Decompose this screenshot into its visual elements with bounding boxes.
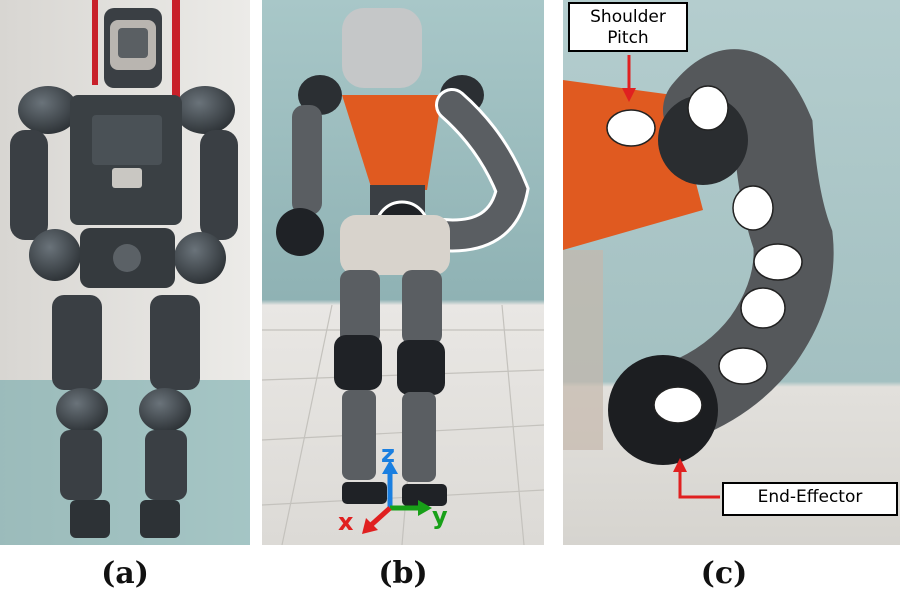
arm-closeup-panel: [563, 0, 900, 545]
shoulder-callout-line2: Pitch: [607, 28, 649, 48]
shoulder-pitch-callout: Shoulder Pitch: [568, 2, 688, 52]
end-effector-callout: End-Effector: [722, 482, 898, 516]
axis-y-label: y: [432, 502, 448, 530]
robot-photo: [0, 0, 250, 545]
arm-closeup: [563, 0, 900, 545]
simulated-robot-panel: [262, 0, 544, 545]
caption-b: (b): [378, 556, 428, 591]
shoulder-callout-line1: Shoulder: [590, 7, 666, 27]
robot-photo-panel: [0, 0, 250, 545]
simulated-robot: [262, 0, 544, 545]
axis-x-label: x: [338, 508, 354, 536]
axis-z-label: z: [381, 440, 395, 468]
caption-c: (c): [700, 556, 748, 591]
caption-a: (a): [101, 556, 149, 591]
